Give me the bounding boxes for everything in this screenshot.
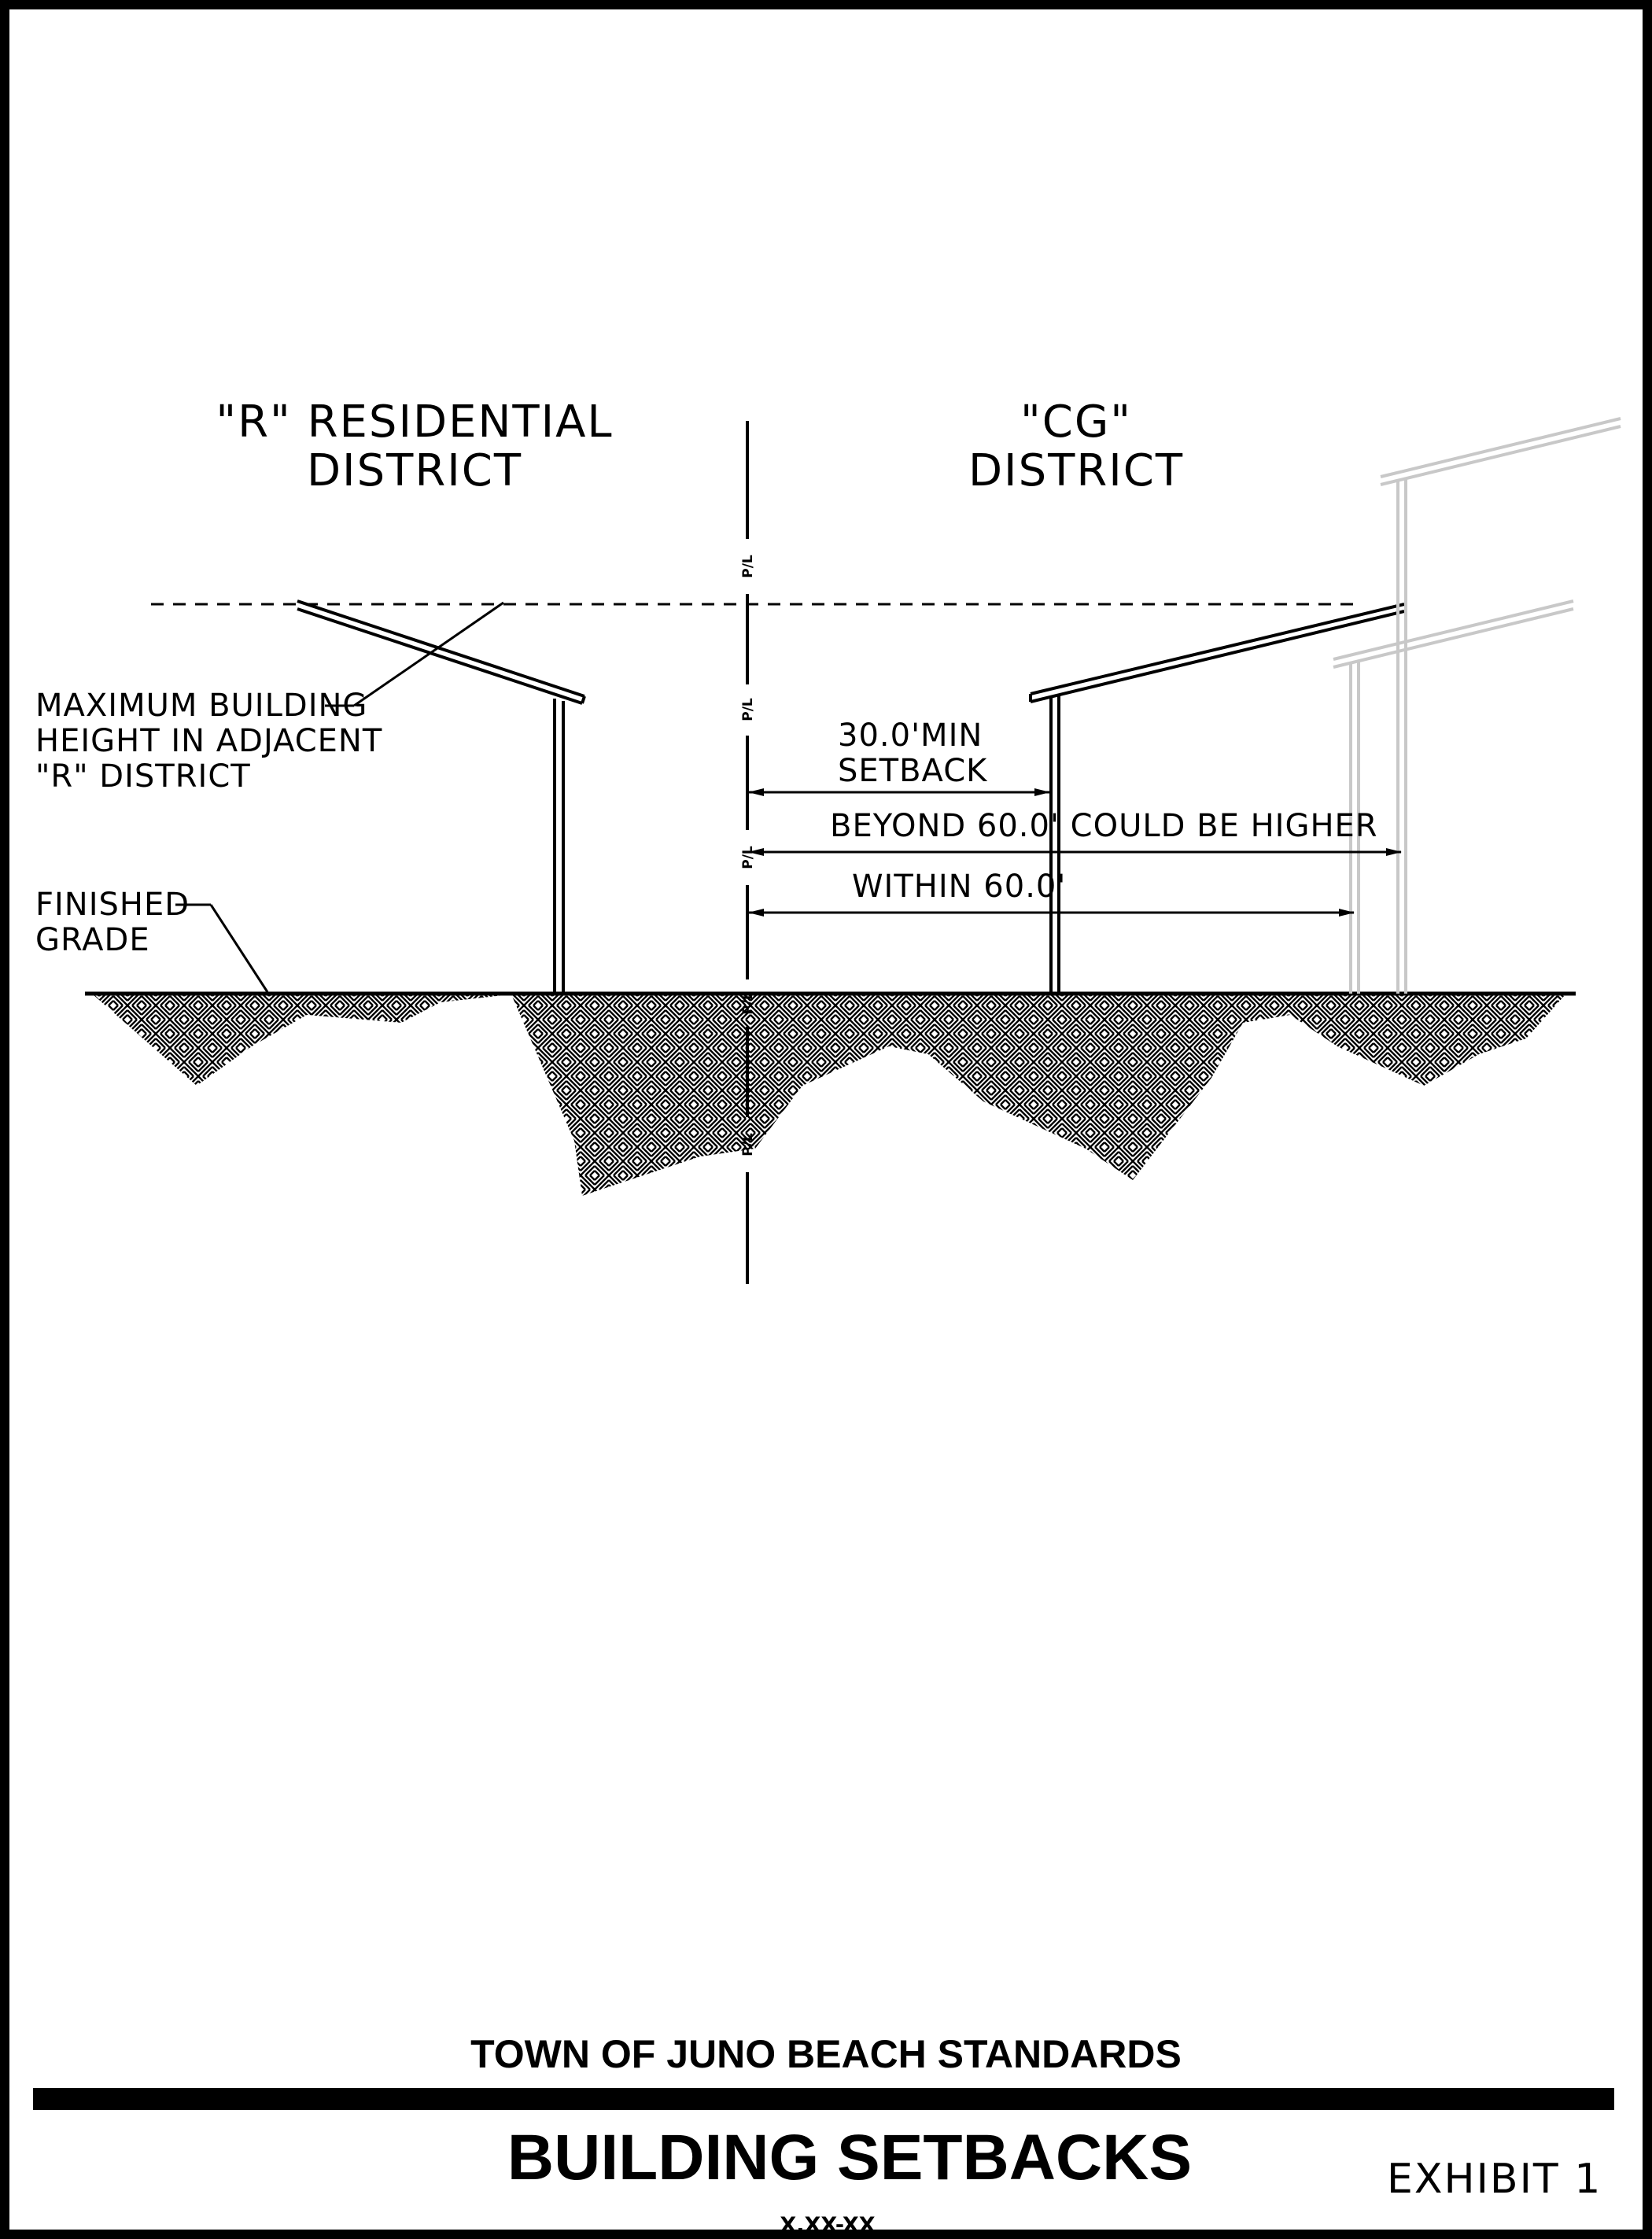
title-block: TOWN OF JUNO BEACH STANDARDS BUILDING SE… bbox=[33, 2032, 1614, 2237]
property-line: P/L P/L P/L P/L P/L bbox=[740, 421, 756, 1284]
standards-heading: TOWN OF JUNO BEACH STANDARDS bbox=[470, 2032, 1182, 2076]
title-bar bbox=[33, 2088, 1614, 2110]
cg-district-line-1: "CG" bbox=[1020, 397, 1132, 448]
max-height-leader bbox=[325, 601, 504, 707]
max-height-line-3: "R" DISTRICT bbox=[35, 758, 251, 795]
pl-tag-3: P/L bbox=[740, 846, 756, 869]
sheet-title: BUILDING SETBACKS bbox=[507, 2122, 1192, 2193]
finished-grade-leader bbox=[175, 903, 269, 993]
ghost-building-beyond bbox=[1380, 417, 1621, 994]
finished-grade-line-1: FINISHED bbox=[35, 887, 190, 923]
standard-code: X.XX-XX bbox=[780, 2213, 875, 2237]
cg-district-line-2: DISTRICT bbox=[968, 445, 1184, 496]
within-dimension: WITHIN 60.0' bbox=[748, 869, 1355, 917]
setback-dimension: 30.0'MIN SETBACK bbox=[748, 717, 1050, 796]
cg-building bbox=[1029, 603, 1405, 994]
finished-grade-note: FINISHED GRADE bbox=[35, 887, 190, 958]
max-height-line-2: HEIGHT IN ADJACENT bbox=[35, 723, 382, 759]
r-district-title: "R" RESIDENTIAL DISTRICT bbox=[216, 397, 613, 496]
r-district-line-2: DISTRICT bbox=[307, 445, 522, 496]
ground-hatch bbox=[93, 994, 1565, 1196]
cg-district-title: "CG" DISTRICT bbox=[968, 397, 1184, 496]
pl-tag-2: P/L bbox=[740, 698, 756, 721]
pl-tag-5: P/L bbox=[740, 1133, 756, 1156]
exhibit-number: EXHIBIT 1 bbox=[1387, 2156, 1602, 2203]
max-height-note: MAXIMUM BUILDING HEIGHT IN ADJACENT "R" … bbox=[35, 688, 382, 795]
max-height-line-1: MAXIMUM BUILDING bbox=[35, 688, 367, 724]
beyond-dimension: BEYOND 60.0' COULD BE HIGHER bbox=[748, 808, 1402, 856]
r-district-line-1: "R" RESIDENTIAL bbox=[216, 397, 613, 448]
residential-building bbox=[297, 599, 586, 994]
within-label: WITHIN 60.0' bbox=[852, 869, 1066, 905]
pl-tag-4: P/L bbox=[740, 991, 756, 1015]
setback-label-line-2: SETBACK bbox=[838, 753, 988, 789]
finished-grade-line-2: GRADE bbox=[35, 922, 150, 958]
setback-label-line-1: 30.0'MIN bbox=[838, 717, 983, 754]
beyond-label: BEYOND 60.0' COULD BE HIGHER bbox=[830, 808, 1378, 844]
pl-tag-1: P/L bbox=[740, 555, 756, 578]
ghost-building-within bbox=[1333, 599, 1574, 994]
